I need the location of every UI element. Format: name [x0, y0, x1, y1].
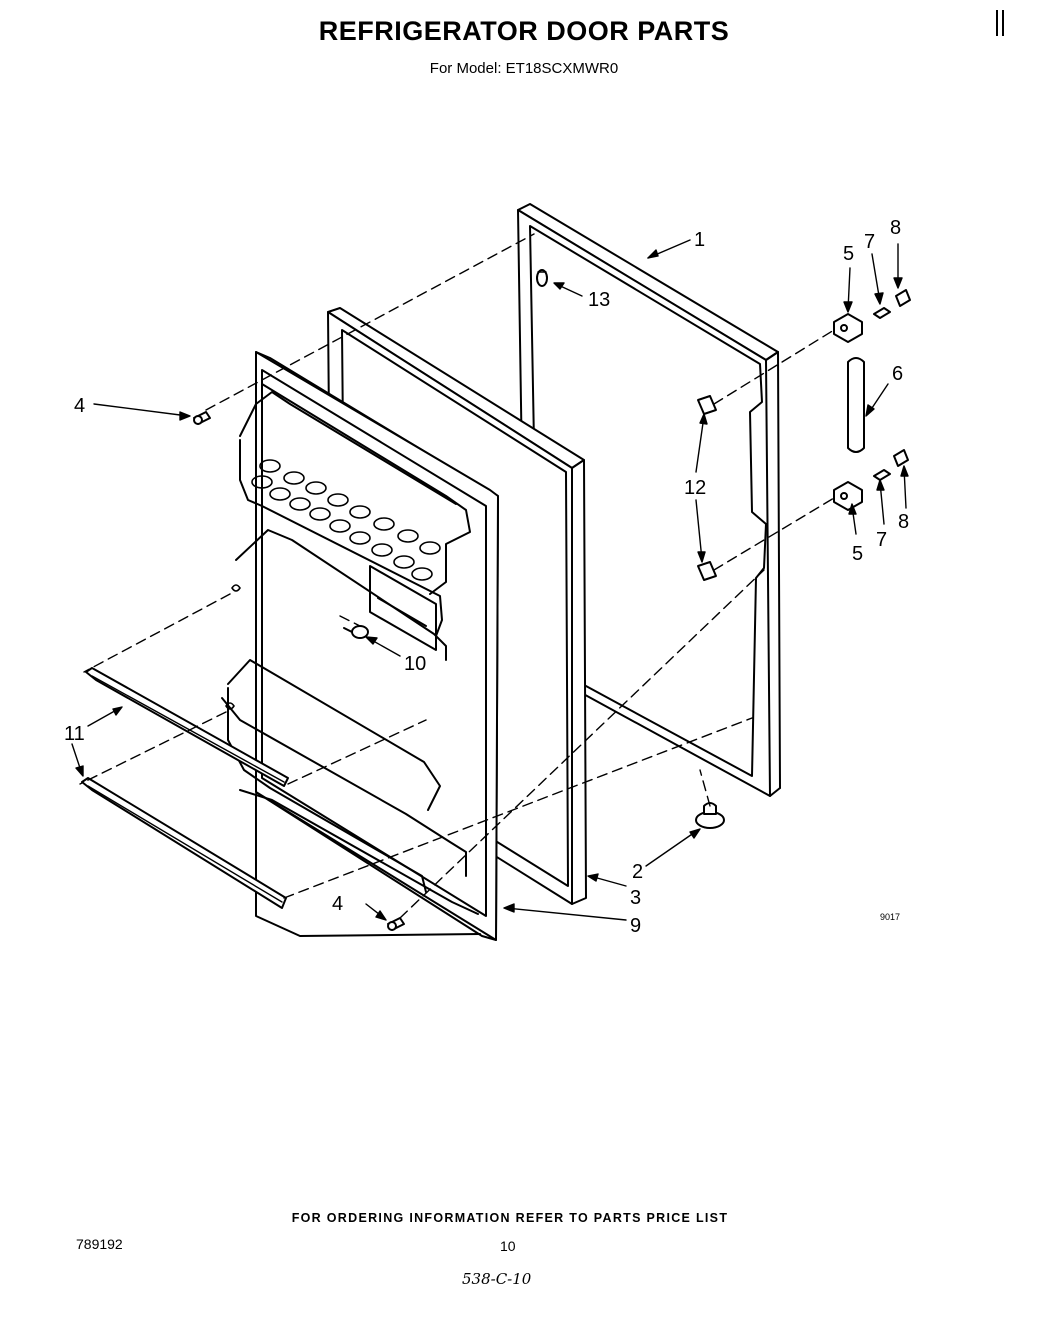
callout-4-top: 4 [74, 395, 85, 417]
callout-5-top: 5 [843, 243, 854, 265]
shelf-rails [81, 667, 289, 909]
screw-part-4 [193, 411, 405, 931]
callout-4-bottom: 4 [332, 893, 343, 915]
ordering-info-note: FOR ORDERING INFORMATION REFER TO PARTS … [291, 1211, 729, 1225]
model-subtitle: For Model: ET18SCXMWR0 [429, 60, 619, 77]
document-number: 789192 [76, 1236, 123, 1252]
callout-5-bottom: 5 [852, 543, 863, 565]
corner-register-mark [996, 10, 1004, 36]
egg-cup-rows [251, 459, 441, 581]
top-hinge-assembly [833, 289, 911, 343]
door-handle-part-6 [847, 357, 865, 453]
callout-6: 6 [892, 363, 903, 385]
screw-part-13 [536, 269, 548, 287]
callout-1: 1 [694, 229, 705, 251]
page-number: 10 [500, 1238, 516, 1254]
hinge-brackets-part-12 [697, 395, 717, 581]
callout-10: 10 [404, 653, 426, 675]
callout-12: 12 [684, 477, 706, 499]
callout-8-bottom: 8 [898, 511, 909, 533]
inner-door-liner [221, 351, 499, 941]
callout-7-bottom: 7 [876, 529, 887, 551]
drawing-code: 9017 [880, 912, 901, 922]
callout-9: 9 [630, 915, 641, 937]
callout-8-top: 8 [890, 217, 901, 239]
callout-13: 13 [588, 289, 610, 311]
handwritten-reference: 538-C-10 [462, 1270, 532, 1288]
callout-7-top: 7 [864, 231, 875, 253]
callout-11: 11 [64, 723, 85, 745]
page-title: REFRIGERATOR DOOR PARTS [318, 16, 730, 46]
bottom-hinge-assembly [833, 449, 909, 511]
callout-2: 2 [632, 861, 643, 883]
leader-arrows [71, 239, 909, 921]
assembly-dash-lines [79, 233, 835, 919]
door-stop-part-2 [695, 802, 725, 829]
callout-3: 3 [630, 887, 641, 909]
